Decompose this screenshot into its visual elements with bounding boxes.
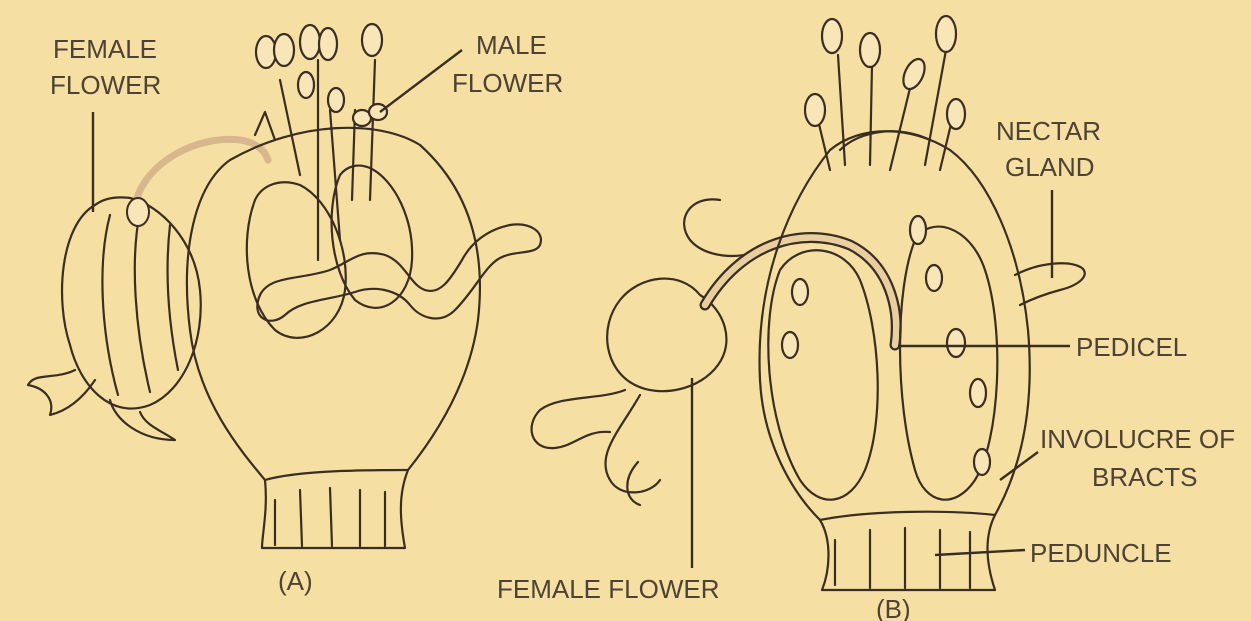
label-female-flower-b: FEMALE FLOWER xyxy=(497,574,719,604)
involucre-b xyxy=(760,131,1030,590)
panel-a xyxy=(28,24,541,548)
label-pedicel: PEDICEL xyxy=(1076,332,1187,362)
male-stamens-a xyxy=(256,24,387,260)
label-female-flower-a-line2: FLOWER xyxy=(50,70,161,100)
caption-b: (B) xyxy=(876,594,911,621)
label-male-flower-line2: FLOWER xyxy=(452,68,563,98)
labels: FEMALE FLOWER MALE FLOWER (A) NECTAR GLA… xyxy=(50,30,1235,621)
caption-a: (A) xyxy=(278,566,313,596)
label-involucre-line1: INVOLUCRE OF xyxy=(1040,424,1235,454)
male-stamens-b xyxy=(782,16,990,475)
panel-b xyxy=(532,16,1085,590)
label-male-flower-line1: MALE xyxy=(476,30,547,60)
leader-male-a xyxy=(380,50,462,112)
label-female-flower-a-line1: FEMALE xyxy=(53,34,157,64)
female-flower-b xyxy=(532,199,897,505)
label-nectar-line1: NECTAR xyxy=(996,116,1101,146)
female-flower-ovary-a xyxy=(28,139,268,440)
label-involucre-line2: BRACTS xyxy=(1092,462,1197,492)
label-peduncle: PEDUNCLE xyxy=(1030,538,1172,568)
nectar-glands-a xyxy=(257,224,541,320)
label-nectar-line2: GLAND xyxy=(1005,152,1095,182)
leader-peduncle xyxy=(935,550,1025,555)
involucre-a xyxy=(187,112,480,548)
nectar-gland-b xyxy=(1015,263,1085,305)
